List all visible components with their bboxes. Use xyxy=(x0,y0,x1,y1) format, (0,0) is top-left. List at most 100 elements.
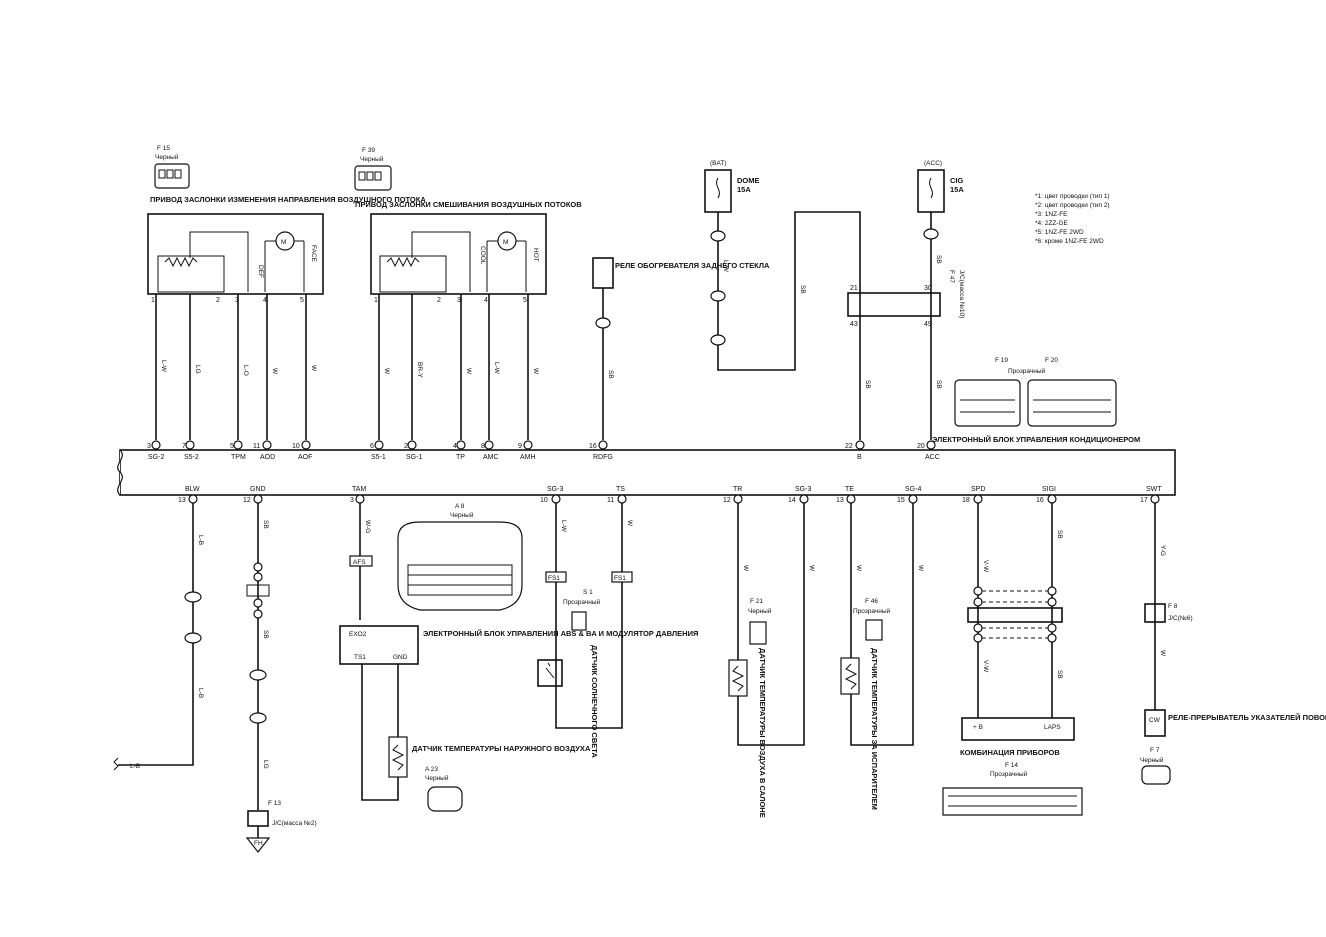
mode-servo-label: ПРИВОД ЗАСЛОНКИ ИЗМЕНЕНИЯ НАПРАВЛЕНИЯ ВО… xyxy=(150,195,426,204)
svg-text:M: M xyxy=(503,239,508,246)
f8-junction xyxy=(1144,603,1166,623)
svg-text:5: 5 xyxy=(523,297,527,304)
ambient-sensor-label: ДАТЧИК ТЕМПЕРАТУРЫ НАРУЖНОГО ВОЗДУХА xyxy=(412,744,591,753)
turn-relay-label: РЕЛЕ-ПРЕРЫВАТЕЛЬ УКАЗАТЕЛЕЙ ПОВОРОТА xyxy=(1168,713,1326,722)
svg-text:S5-1: S5-1 xyxy=(371,454,386,461)
svg-text:*3: 1NZ-FE: *3: 1NZ-FE xyxy=(1035,211,1068,218)
svg-text:TPM: TPM xyxy=(231,454,246,461)
svg-text:W: W xyxy=(742,565,749,572)
f15-color: Черный xyxy=(155,153,179,161)
svg-text:RDFG: RDFG xyxy=(593,454,613,461)
svg-text:2: 2 xyxy=(437,297,441,304)
svg-text:2: 2 xyxy=(404,443,408,450)
svg-text:TR: TR xyxy=(733,486,742,493)
def-label: DEF xyxy=(257,265,264,278)
svg-text:GND: GND xyxy=(393,654,408,661)
dome-fuse-icon xyxy=(716,177,720,199)
svg-text:3: 3 xyxy=(457,297,461,304)
ground-icon xyxy=(245,837,271,853)
svg-text:AMH: AMH xyxy=(520,454,536,461)
svg-text:Черный: Черный xyxy=(450,511,474,519)
svg-text:W: W xyxy=(626,520,633,527)
f13-junction xyxy=(247,810,269,827)
svg-text:CW: CW xyxy=(1149,717,1161,724)
svg-text:W: W xyxy=(532,368,539,375)
svg-text:EXO2: EXO2 xyxy=(349,631,367,638)
a23-connector xyxy=(427,786,463,812)
svg-text:TS1: TS1 xyxy=(354,654,366,661)
svg-text:*1: цвет проводки (тип 1): *1: цвет проводки (тип 1) xyxy=(1035,193,1110,200)
cig-fuse-label: CIG xyxy=(950,176,964,185)
svg-text:3: 3 xyxy=(235,297,239,304)
svg-text:F 14: F 14 xyxy=(1005,762,1018,769)
svg-text:*2: цвет проводки (тип 2): *2: цвет проводки (тип 2) xyxy=(1035,202,1110,209)
svg-text:3: 3 xyxy=(350,497,354,504)
svg-text:SB: SB xyxy=(864,380,871,389)
svg-text:W: W xyxy=(465,368,472,375)
svg-text:A 23: A 23 xyxy=(425,766,438,773)
mode-servo-box xyxy=(147,213,324,295)
ac-ecu-label: ЭЛЕКТРОННЫЙ БЛОК УПРАВЛЕНИЯ КОНДИЦИОНЕРО… xyxy=(932,435,1140,444)
svg-text:15A: 15A xyxy=(950,185,964,194)
svg-text:SG-2: SG-2 xyxy=(148,454,164,461)
svg-text:L-W: L-W xyxy=(493,362,500,375)
svg-text:L-B: L-B xyxy=(197,535,204,545)
svg-text:49: 49 xyxy=(924,321,932,328)
svg-text:FH: FH xyxy=(254,840,263,847)
svg-text:*5: 1NZ-FE 2WD: *5: 1NZ-FE 2WD xyxy=(1035,229,1084,236)
svg-text:FS1: FS1 xyxy=(548,575,560,582)
svg-text:Прозрачный: Прозрачный xyxy=(853,607,891,615)
svg-text:20: 20 xyxy=(917,443,925,450)
acc-label: (ACC) xyxy=(924,160,942,167)
svg-text:SB: SB xyxy=(262,630,269,639)
svg-text:W: W xyxy=(808,565,815,572)
face-label: FACE xyxy=(310,245,317,263)
svg-text:TAM: TAM xyxy=(352,486,366,493)
svg-text:Прозрачный: Прозрачный xyxy=(990,770,1028,778)
room-sensor-label: ДАТЧИК ТЕМПЕРАТУРЫ ВОЗДУХА В САЛОНЕ xyxy=(758,648,767,818)
svg-text:TP: TP xyxy=(456,454,465,461)
svg-text:V-W: V-W xyxy=(982,660,989,673)
svg-text:4: 4 xyxy=(484,297,488,304)
svg-text:GND: GND xyxy=(250,486,266,493)
svg-text:SG-3: SG-3 xyxy=(547,486,563,493)
abs-ecu-label: ЭЛЕКТРОННЫЙ БЛОК УПРАВЛЕНИЯ ABS & BA И М… xyxy=(423,629,698,638)
svg-text:F 21: F 21 xyxy=(750,598,763,605)
f7-connector xyxy=(1141,765,1171,785)
svg-text:14: 14 xyxy=(788,497,796,504)
svg-text:TS: TS xyxy=(616,486,625,493)
combination-meter-box xyxy=(961,717,1075,741)
svg-text:Черный: Черный xyxy=(425,774,449,782)
mix-servo-connector: F 39 Черный xyxy=(354,147,392,191)
svg-text:A 8: A 8 xyxy=(455,503,465,510)
cig-fuse-box xyxy=(917,169,945,213)
svg-text:W-G: W-G xyxy=(364,520,371,533)
svg-text:F 7: F 7 xyxy=(1150,747,1160,754)
svg-text:12: 12 xyxy=(723,497,731,504)
turn-relay-box xyxy=(1144,709,1166,737)
evap-sensor-label: ДАТЧИК ТЕМПЕРАТУРЫ ЗА ИСПАРИТЕЛЕМ xyxy=(870,648,879,810)
svg-text:7: 7 xyxy=(182,443,186,450)
f47-junction xyxy=(847,292,941,317)
svg-text:5: 5 xyxy=(230,443,234,450)
svg-text:LG: LG xyxy=(262,760,269,769)
svg-text:SWT: SWT xyxy=(1146,486,1162,493)
svg-text:*4: 2ZZ-GE: *4: 2ZZ-GE xyxy=(1035,220,1069,227)
cool-label: COOL xyxy=(479,246,486,265)
combination-meter-label: КОМБИНАЦИЯ ПРИБОРОВ xyxy=(960,748,1060,757)
svg-text:13: 13 xyxy=(178,497,186,504)
svg-text:L-W: L-W xyxy=(560,520,567,533)
svg-text:2: 2 xyxy=(216,297,220,304)
svg-text:Прозрачный: Прозрачный xyxy=(1008,367,1046,375)
svg-text:F 46: F 46 xyxy=(865,598,878,605)
svg-text:21: 21 xyxy=(850,285,858,292)
svg-text:6: 6 xyxy=(370,443,374,450)
svg-text:Y-G: Y-G xyxy=(1159,545,1166,556)
mix-servo-box xyxy=(370,213,547,295)
svg-text:10: 10 xyxy=(292,443,300,450)
svg-text:AOD: AOD xyxy=(260,454,275,461)
svg-text:SG-1: SG-1 xyxy=(406,454,422,461)
mode-servo-connector: F 15 Черный xyxy=(154,145,190,189)
